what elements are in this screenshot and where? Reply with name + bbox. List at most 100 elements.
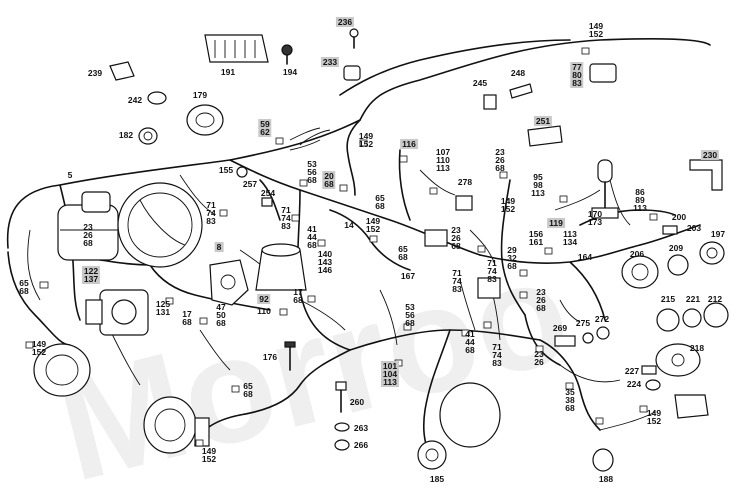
callout-c140: 140 143 146 (317, 249, 333, 275)
callout-c156: 156 161 (528, 229, 544, 247)
nut-275 (582, 332, 594, 344)
brake-booster-icon (117, 182, 203, 268)
round-connector-209 (667, 254, 689, 276)
callout-c167: 167 (400, 271, 416, 281)
reservoir-icon (57, 191, 119, 261)
callout-c47: 47 50 68 (216, 302, 226, 328)
ground-bolt-icon (483, 83, 533, 110)
bolt-260-icon (335, 381, 347, 413)
callout-c221: 221 (685, 294, 701, 304)
connector-227 (641, 365, 657, 375)
callout-c263: 263 (353, 423, 369, 433)
bolt-254-icon (261, 197, 273, 207)
headlight-lower-icon (143, 396, 210, 454)
callout-c122: 122 137 (81, 266, 101, 284)
callout-c239: 239 (87, 68, 103, 78)
callout-c71d: 71 74 83 (487, 258, 497, 284)
coil-icon (255, 243, 307, 291)
callout-c149c: 149 152 (500, 196, 516, 214)
callout-c71e: 71 74 83 (492, 342, 502, 368)
callout-c248: 248 (510, 68, 526, 78)
shift-lever-icon (591, 159, 619, 219)
clamp-155-icon (236, 166, 248, 178)
callout-c149f: 149 152 (646, 408, 662, 426)
callout-c272: 272 (594, 314, 610, 324)
callout-c101: 101 104 113 (380, 361, 400, 387)
screw-icon (281, 44, 293, 65)
pad-icon (527, 125, 563, 147)
callout-c86: 86 89 113 (633, 187, 647, 213)
washer-263-icon (334, 422, 350, 432)
headlight-left-icon (33, 343, 91, 397)
callout-c65d: 65 68 (243, 381, 253, 399)
screw-top-icon (349, 28, 359, 49)
callout-c77: 77 80 83 (570, 62, 584, 88)
callout-c254: 254 (260, 188, 276, 198)
callout-c185: 185 (429, 474, 445, 484)
relay-bracket-icon (209, 259, 249, 306)
cable-clip-icon (343, 65, 361, 81)
callout-c23b: 23 26 68 (83, 222, 93, 248)
callout-c65c: 65 68 (19, 278, 29, 296)
callout-c197: 197 (710, 229, 726, 239)
sensor-218 (655, 343, 701, 377)
callout-c110: 110 (257, 306, 271, 316)
control-module-icon (424, 229, 448, 247)
callout-c107: 107 110 113 (435, 147, 451, 173)
callout-c164: 164 (577, 252, 593, 262)
callout-c278: 278 (457, 177, 473, 187)
callout-c59: 59 62 (258, 119, 272, 137)
nut-266-icon (334, 439, 350, 451)
plug-224 (645, 379, 661, 391)
callout-c275: 275 (575, 318, 591, 328)
callout-c41b: 41 44 68 (465, 329, 475, 355)
callout-c5: 5 (67, 170, 73, 180)
callout-c260: 260 (349, 397, 365, 407)
plug-grommet-icon (147, 91, 167, 105)
callout-c8: 8 (214, 242, 224, 252)
switch-icon (455, 195, 473, 211)
callout-c269: 269 (552, 323, 568, 333)
callout-c92: 92 (257, 294, 271, 304)
callout-c212: 212 (707, 294, 723, 304)
callout-c20: 20 68 (322, 171, 336, 189)
callout-c200: 200 (671, 212, 687, 222)
callout-c251: 251 (533, 116, 553, 126)
callout-c23e: 23 26 (534, 349, 544, 367)
callout-c119: 119 (547, 218, 565, 228)
callout-c194: 194 (282, 67, 298, 77)
small-grommet-icon (138, 127, 158, 145)
callout-c170: 170 173 (587, 209, 603, 227)
callout-c71b: 71 74 83 (281, 205, 291, 231)
callout-c23c: 23 26 68 (451, 225, 461, 251)
callout-c17a: 17 68 (293, 287, 303, 305)
callout-c218: 218 (689, 343, 705, 353)
headlight-185-icon (417, 382, 501, 470)
grommet-icon (186, 104, 224, 136)
callout-c233: 233 (320, 57, 340, 67)
connector-269 (554, 335, 576, 347)
components (33, 28, 729, 472)
clip-icon (109, 61, 135, 81)
round-connector-197 (699, 241, 725, 265)
callout-c227: 227 (624, 366, 640, 376)
round-connector-221 (682, 308, 702, 328)
callout-c179: 179 (192, 90, 208, 100)
callout-c191: 191 (220, 67, 236, 77)
callout-c257: 257 (242, 179, 258, 189)
bracket-icon (689, 159, 723, 191)
callout-c209: 209 (668, 243, 684, 253)
callout-c206: 206 (629, 249, 645, 259)
callout-c236: 236 (335, 17, 355, 27)
callout-c149d: 149 152 (365, 216, 381, 234)
callout-c53b: 53 56 68 (405, 302, 415, 328)
callout-c65b: 65 68 (398, 244, 408, 262)
callout-c149a: 149 152 (588, 21, 604, 39)
callout-c23a: 23 26 68 (495, 147, 505, 173)
callout-c71a: 71 74 83 (206, 200, 216, 226)
callout-c125: 125 131 (155, 299, 171, 317)
round-connector-212 (703, 302, 729, 328)
callout-c266: 266 (353, 440, 369, 450)
